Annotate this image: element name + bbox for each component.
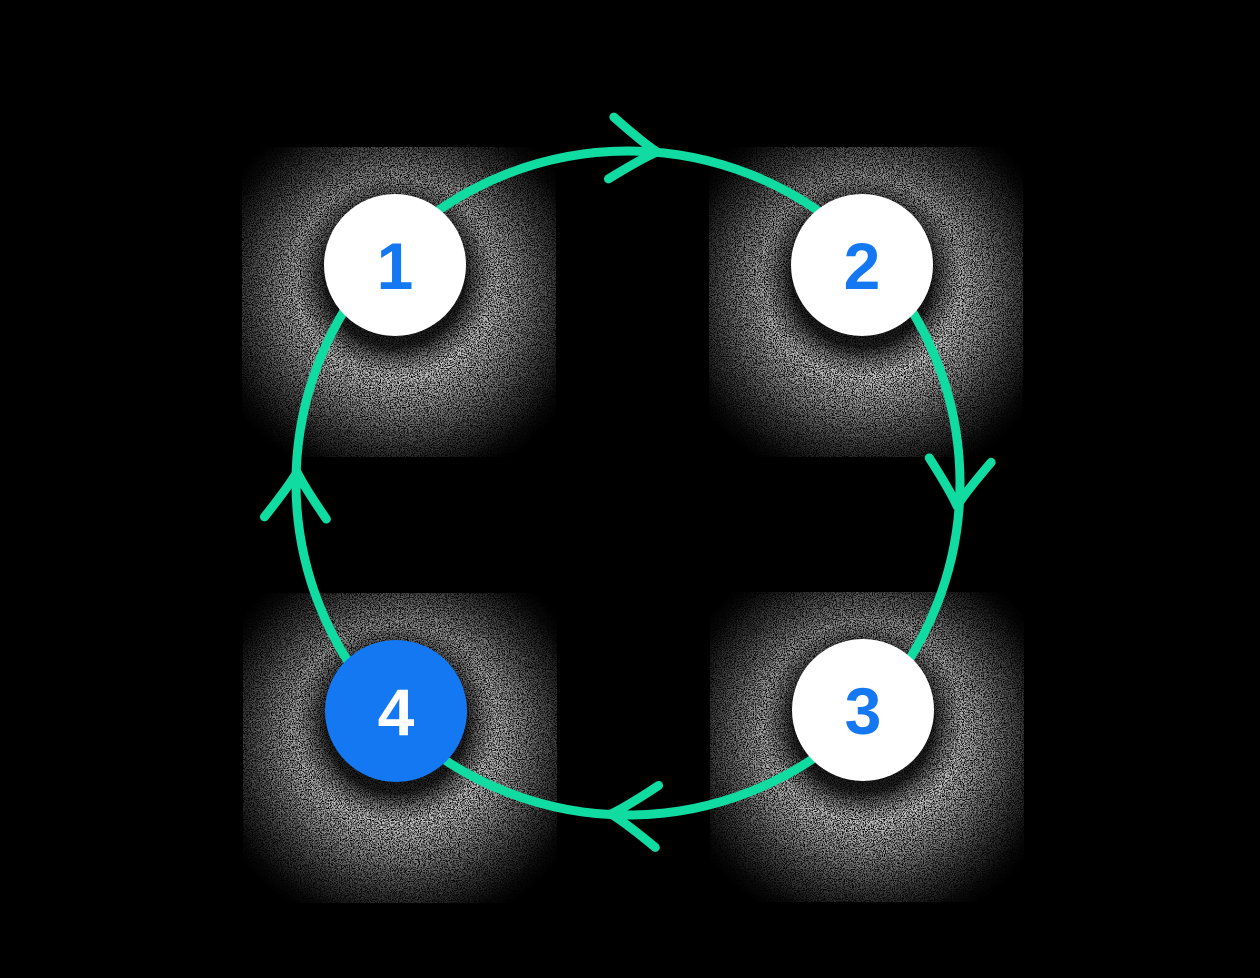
node-step-2-circle xyxy=(791,194,933,336)
arrow-down-icon xyxy=(924,453,996,511)
node-step-1-label: 1 xyxy=(377,229,414,303)
node-step-4: 4 xyxy=(325,640,467,782)
arrow-up-icon xyxy=(259,467,331,524)
node-step-2-label: 2 xyxy=(844,229,881,303)
node-step-4-label: 4 xyxy=(378,675,415,749)
cycle-arrows xyxy=(259,112,996,852)
node-step-2: 2 xyxy=(791,194,933,336)
arrow-right-icon xyxy=(603,112,662,184)
node-step-3-label: 3 xyxy=(845,674,882,748)
node-step-1: 1 xyxy=(324,194,466,336)
cycle-nodes: 1 2 3 4 xyxy=(324,194,934,782)
node-step-3-circle xyxy=(792,639,934,781)
node-step-1-circle xyxy=(324,194,466,336)
arrow-left-icon xyxy=(606,780,664,852)
cycle-ring xyxy=(291,146,965,820)
node-step-3: 3 xyxy=(792,639,934,781)
node-step-4-circle xyxy=(325,640,467,782)
